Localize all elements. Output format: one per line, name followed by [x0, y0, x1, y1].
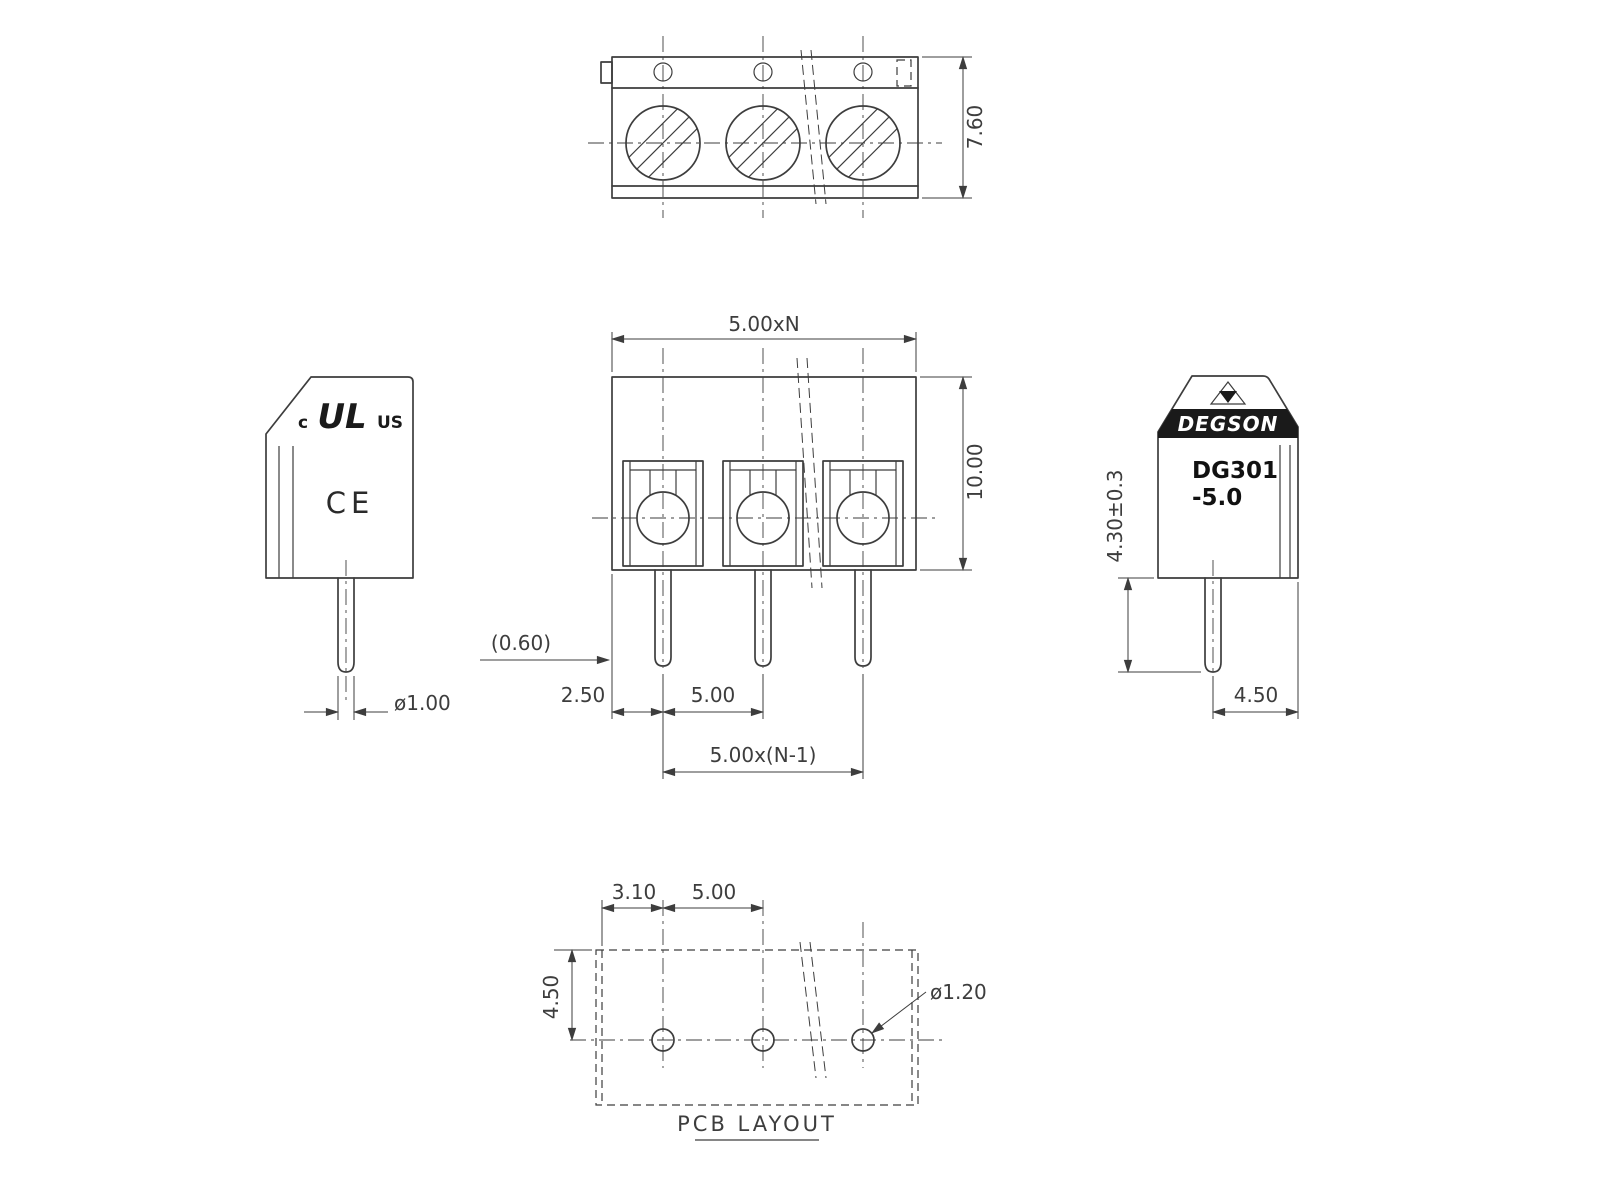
left-view-outline	[265, 376, 414, 579]
dimension-7-60: 7.60	[922, 55, 987, 200]
brand-label: DEGSON	[1178, 412, 1279, 436]
model-text: DG301 -5.0	[1192, 458, 1278, 511]
top-view-outline	[600, 56, 919, 199]
pcb-layout-title: PCB LAYOUT	[677, 1112, 837, 1136]
dim-edge-to-hole-label: 3.10	[612, 880, 657, 904]
dim-pin-diameter-label: ø1.00	[394, 691, 451, 715]
logo-triangle-inner	[1219, 391, 1237, 403]
dim-depth-label: 4.50	[1234, 683, 1279, 707]
dimension-hole-diameter: ø1.20	[871, 980, 987, 1034]
certification-marks: c UL US CE	[298, 397, 403, 520]
dimension-pitch: 5.00	[661, 674, 765, 719]
ul-us-label: US	[377, 413, 403, 433]
right-view-outline	[1157, 375, 1299, 579]
dim-hole-diameter-label: ø1.20	[930, 980, 987, 1004]
dim-pin-length-label: 4.30±0.3	[1103, 469, 1127, 562]
dim-front-height-label: 10.00	[963, 443, 987, 500]
terminal-cell-2	[722, 460, 804, 567]
dimension-wall-thickness: (0.60)	[480, 631, 611, 665]
dimension-pcb-vertical: 4.50	[539, 948, 592, 1042]
logo-triangle-outer	[1209, 381, 1247, 405]
dimension-pin-diameter: ø1.00	[304, 676, 451, 720]
dim-pin-span-label: 5.00x(N-1)	[710, 743, 817, 767]
model-label: DG301	[1192, 458, 1278, 484]
wire-entry-holes	[653, 62, 873, 82]
solder-pins	[654, 569, 872, 667]
front-view-break-lines	[796, 357, 823, 589]
left-side-view: c UL US CE ø1.00	[265, 376, 451, 720]
top-view-break-lines	[800, 49, 827, 205]
top-view: 7.60	[588, 36, 987, 218]
pcb-center-lines	[570, 900, 944, 1068]
brand-banner	[1158, 409, 1298, 438]
dimension-total-width: 5.00xN	[610, 312, 918, 372]
front-view: 5.00xN 10.00 (0.60) 2.50 5.00 5.00x(N-1)	[480, 312, 987, 779]
dimension-depth: 4.50	[1211, 582, 1300, 719]
dim-pcb-vertical-label: 4.50	[539, 975, 563, 1020]
dimension-hole-pitch: 5.00	[661, 880, 765, 913]
ce-mark: CE	[326, 486, 375, 520]
pcb-outline	[595, 949, 919, 1106]
pcb-title: PCB LAYOUT	[677, 1112, 837, 1141]
pcb-break-lines	[799, 941, 827, 1079]
model-suffix-label: -5.0	[1192, 485, 1242, 511]
ul-c-label: c	[298, 413, 308, 433]
terminal-cell-1	[622, 460, 704, 567]
dim-total-width-label: 5.00xN	[728, 312, 799, 336]
front-view-center-lines	[592, 348, 936, 668]
dim-pitch-label: 5.00	[691, 683, 736, 707]
degson-logo: DEGSON	[1158, 381, 1298, 438]
ul-logo: UL	[317, 397, 366, 437]
terminal-cell-3	[822, 460, 904, 567]
front-view-outline	[611, 376, 917, 571]
dim-edge-to-pin-label: 2.50	[561, 683, 606, 707]
right-side-view: DEGSON DG301 -5.0 4.30±0.3 4.50	[1103, 375, 1300, 719]
dim-wall-thickness-label: (0.60)	[491, 631, 551, 655]
hidden-edge	[896, 59, 912, 87]
dimension-10-00: 10.00	[920, 375, 987, 572]
dimension-pin-length: 4.30±0.3	[1103, 469, 1201, 674]
dimension-edge-to-hole: 3.10	[600, 880, 665, 946]
dim-hole-pitch-label: 5.00	[692, 880, 737, 904]
pcb-layout-view: 3.10 5.00 4.50 ø1.20 PCB LAYOUT	[539, 880, 987, 1141]
dimension-pin-span: 5.00x(N-1)	[661, 674, 865, 779]
dimension-edge-to-pin: 2.50	[561, 574, 665, 779]
mounting-tab	[600, 61, 613, 84]
dim-top-height-label: 7.60	[963, 105, 987, 150]
pcb-holes	[651, 1028, 875, 1052]
left-view-pin	[337, 560, 355, 705]
screw-heads	[625, 105, 901, 181]
